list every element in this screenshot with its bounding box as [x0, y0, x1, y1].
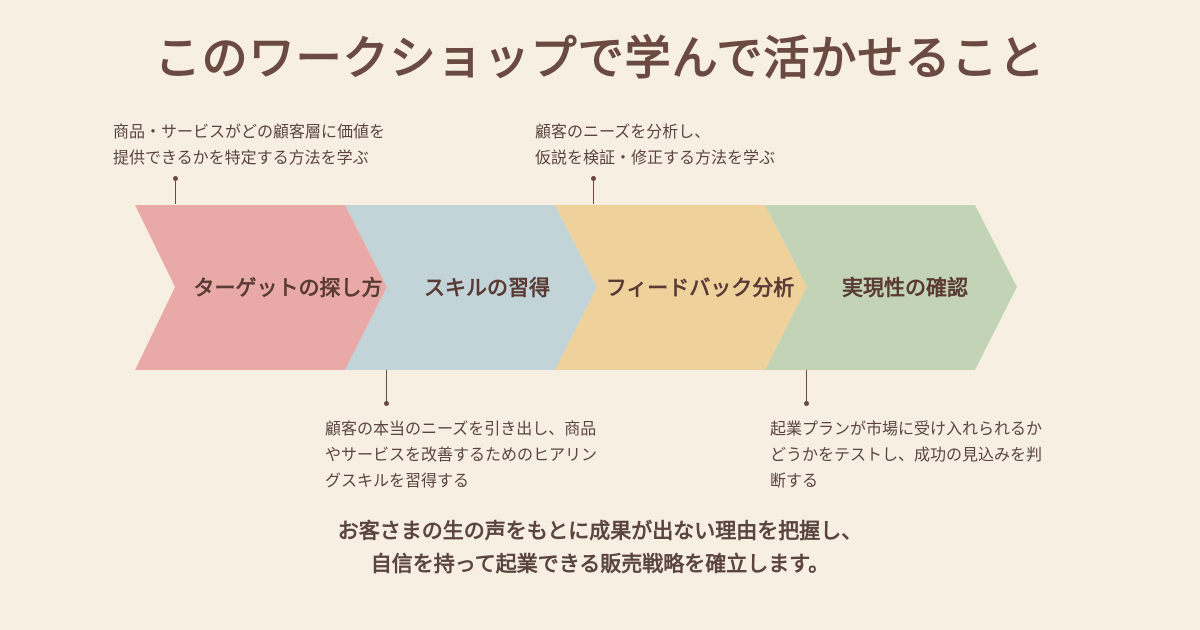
step-4-label: 実現性の確認	[842, 276, 968, 300]
connector-dot-2	[384, 401, 389, 406]
footer-line-1: お客さまの生の声をもとに成果が出ない理由を把握し、	[337, 519, 863, 543]
connector-line-2	[386, 370, 387, 403]
connector-line-3	[593, 178, 594, 204]
step-1-chevron	[135, 205, 387, 370]
step-2-chevron	[345, 205, 597, 370]
step-1-description: 商品・サービスがどの顧客層に価値を 提供できるかを特定する方法を学ぶ	[113, 122, 386, 167]
connector-line-1	[175, 178, 176, 204]
connector-dot-4	[804, 401, 809, 406]
step-3-chevron	[555, 205, 807, 370]
page-title: このワークショップで学んで活かせること	[154, 31, 1046, 85]
step-4-description: 起業プランが市場に受け入れられるか どうかをテストし、成功の見込みを判 断する	[770, 419, 1043, 490]
step-4-chevron	[765, 205, 1017, 370]
step-3-label: フィードバック分析	[606, 276, 795, 300]
step-1-label: ターゲットの探し方	[194, 276, 383, 300]
step-2-label: スキルの習得	[424, 276, 550, 300]
step-2-description: 顧客の本当のニーズを引き出し、商品 やサービスを改善するためのヒアリン グスキル…	[325, 419, 598, 490]
footer-line-2: 自信を持って起業できる販売戦略を確立します。	[370, 552, 830, 576]
step-3-description: 顧客のニーズを分析し、 仮説を検証・修正する方法を学ぶ	[535, 122, 776, 167]
connector-line-4	[806, 370, 807, 403]
